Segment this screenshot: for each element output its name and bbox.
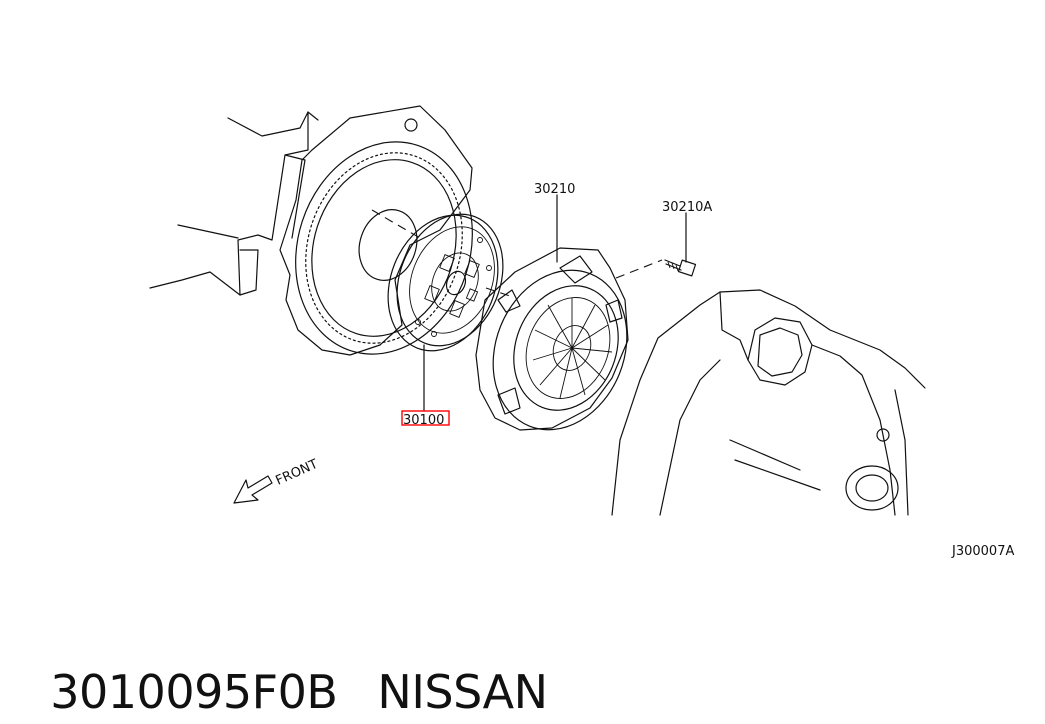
brand-name: NISSAN (377, 665, 548, 719)
callout-30100: 30100 (403, 413, 444, 428)
clutch-cover (475, 247, 629, 431)
diaphragm-fingers (532, 298, 613, 399)
callout-30100-highlight (401, 410, 450, 426)
engine-block-outline (149, 111, 319, 296)
flywheel-bolt-hole (404, 118, 418, 132)
front-arrow-icon (233, 475, 273, 504)
part-caption: 3010095F0B NISSAN (22, 596, 548, 719)
part-number: 3010095F0B (50, 665, 338, 719)
center-axis-line (371, 209, 663, 297)
callout-30210: 30210 (534, 182, 575, 197)
figure-code: J300007A (951, 544, 1014, 559)
front-direction-indicator: FRONT (233, 457, 321, 504)
exploded-parts-diagram: 30210 30210A 30100 FRONT J300007A (149, 105, 1014, 559)
front-label: FRONT (274, 457, 321, 489)
transmission-outline (611, 289, 926, 516)
callout-30210a: 30210A (662, 200, 712, 215)
flywheel (279, 105, 473, 356)
clutch-disc (387, 213, 504, 352)
cover-bolt (664, 259, 697, 277)
